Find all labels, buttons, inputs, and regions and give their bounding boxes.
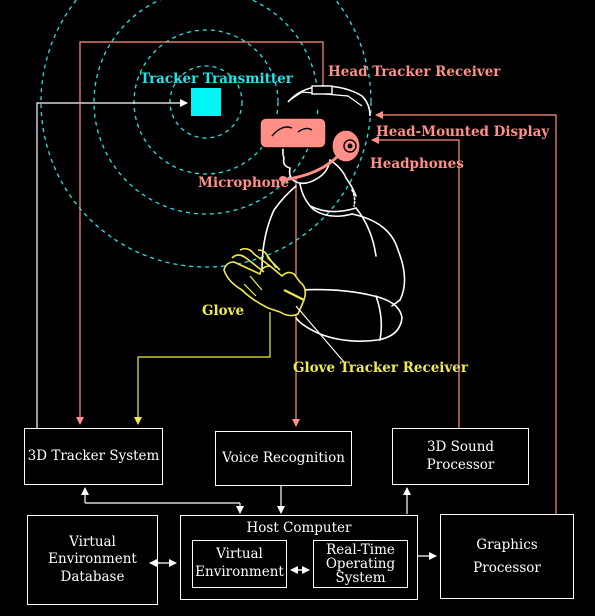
virtual-environment-line-1: Virtual bbox=[216, 546, 263, 563]
head-tracker-receiver-box bbox=[311, 85, 333, 95]
label-microphone: Microphone bbox=[198, 175, 290, 191]
ve-database-line-2: Environment bbox=[48, 551, 137, 568]
hmd-visor bbox=[259, 117, 327, 149]
rtos-line-1: Real-Time bbox=[326, 541, 395, 558]
box-voice-recognition: Voice Recognition bbox=[215, 431, 352, 486]
label-head-mounted-display: Head-Mounted Display bbox=[376, 124, 550, 140]
label-glove-tracker-receiver: Glove Tracker Receiver bbox=[293, 360, 468, 376]
graphics-processor-line-1: Graphics bbox=[476, 536, 538, 553]
box-host-computer-label: Host Computer bbox=[246, 520, 352, 536]
rtos-line-2: Operating bbox=[325, 555, 396, 572]
wire-tracker-to-transmitter bbox=[36, 99, 188, 428]
ve-database-line-1: Virtual bbox=[69, 533, 116, 550]
label-glove: Glove bbox=[202, 303, 245, 319]
box-3d-tracker-system: 3D Tracker System bbox=[24, 428, 163, 485]
label-head-tracker-receiver: Head Tracker Receiver bbox=[328, 64, 501, 80]
wire-sound-to-headphones bbox=[371, 136, 460, 428]
box-host-computer: Host Computer bbox=[180, 515, 418, 600]
host-wires bbox=[81, 486, 437, 574]
virtual-environment-line-2: Environment bbox=[195, 564, 284, 580]
headphone-earcup bbox=[331, 129, 361, 163]
box-virtual-environment: Virtual Environment bbox=[192, 540, 287, 588]
box-voice-recognition-label: Voice Recognition bbox=[222, 449, 345, 466]
tracker-transmitter-cube bbox=[191, 88, 221, 116]
glove bbox=[223, 247, 307, 317]
box-virtual-environment-database: Virtual Environment Database bbox=[27, 515, 158, 605]
graphics-processor-line-2: Processor bbox=[473, 559, 541, 576]
box-graphics-processor: Graphics Processor bbox=[440, 514, 574, 599]
ve-database-line-3: Database bbox=[60, 568, 125, 585]
headset bbox=[259, 85, 371, 182]
box-3d-sound-processor: 3D Sound Processor bbox=[392, 428, 529, 485]
wire-glove-to-tracker bbox=[134, 312, 271, 425]
box-3d-tracker-system-label: 3D Tracker System bbox=[27, 447, 160, 464]
label-headphones: Headphones bbox=[370, 156, 464, 172]
wire-graphics-to-hmd bbox=[375, 111, 557, 514]
wire-head-receiver-to-tracker bbox=[76, 41, 324, 425]
rtos-line-3: System bbox=[335, 570, 386, 587]
box-real-time-operating-system: Real-Time Operating System bbox=[313, 540, 408, 588]
box-3d-sound-processor-label: 3D Sound Processor bbox=[426, 438, 495, 473]
label-tracker-transmitter: Tracker Transmitter bbox=[140, 71, 293, 87]
